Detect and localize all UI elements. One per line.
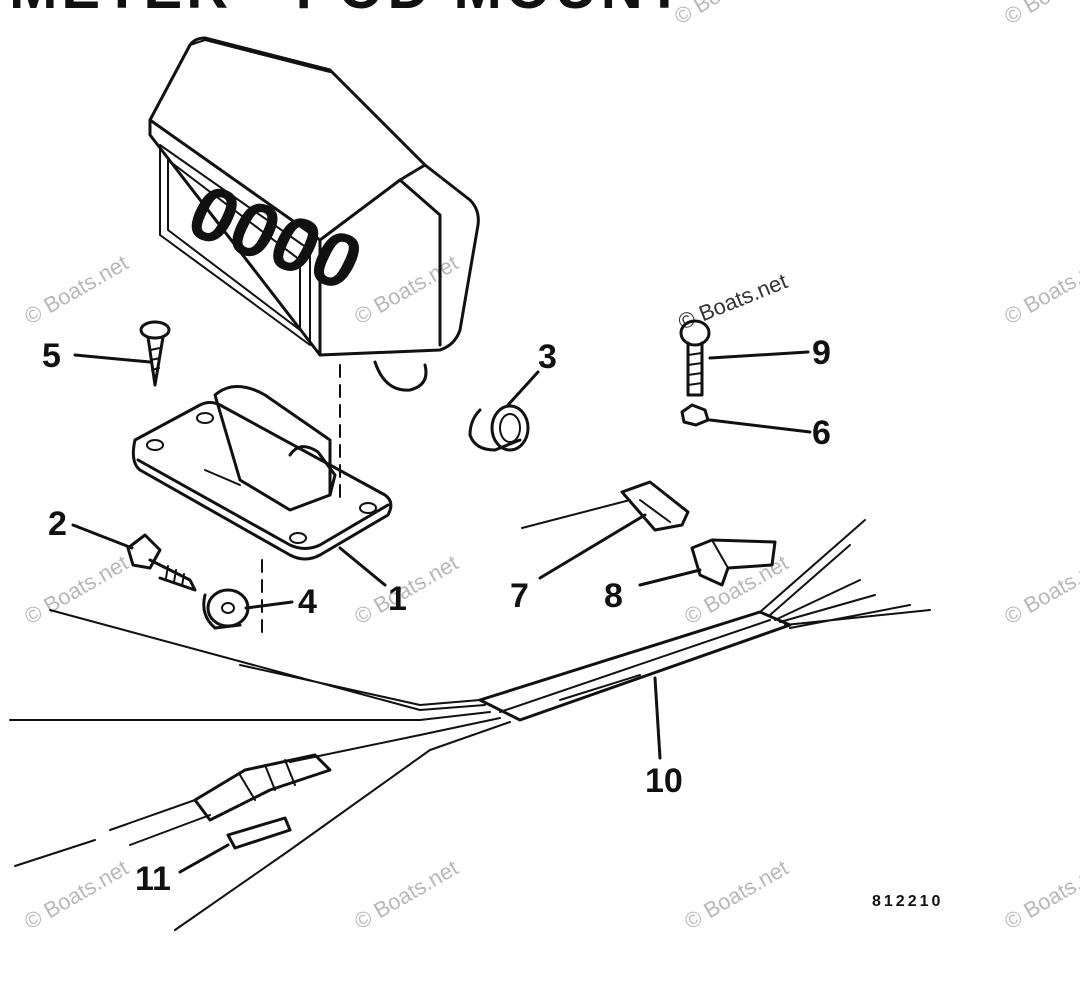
watermark: © Boats.net: [350, 250, 462, 329]
knob-screw: [126, 533, 197, 592]
callout-10: 10: [645, 762, 683, 800]
bushing: [468, 404, 530, 452]
diagram-code: 812210: [872, 893, 943, 910]
callout-7: 7: [510, 577, 529, 615]
lock-nut: [680, 403, 710, 427]
wire-harness: [9, 519, 931, 931]
callout-labels: 5 3 9 6 2 1 4 7 8 10 11: [42, 334, 831, 898]
screw: [139, 320, 171, 387]
watermark: © Boats.net: [1000, 550, 1080, 629]
display-readout: 0000: [175, 168, 377, 307]
bullet-connector: [109, 753, 332, 850]
leader-lines: [71, 350, 812, 874]
callout-2: 2: [48, 505, 67, 543]
watermark: © Boats.net: [675, 268, 791, 334]
watermark: © Boats.net: [1000, 855, 1080, 934]
diagram-title: OMETER - POD MOUNT: [0, 0, 686, 21]
callout-9: 9: [812, 334, 831, 372]
screw-small: [679, 319, 711, 397]
callout-5: 5: [42, 337, 61, 375]
watermark: © Boats.net: [20, 855, 132, 934]
watermark: © Boats.net: [1000, 250, 1080, 329]
watermark: © Boats.net: [680, 855, 792, 934]
callout-6: 6: [812, 414, 831, 452]
washer: [202, 588, 250, 630]
watermark: © Boats.net: [1000, 0, 1080, 29]
connector-terminal: [521, 480, 690, 532]
watermark: © Boats.net: [670, 0, 782, 29]
mount-bracket: [131, 385, 393, 561]
watermark: © Boats.net: [20, 250, 132, 329]
tachometer-housing: [148, 36, 480, 392]
callout-11: 11: [135, 860, 171, 898]
callout-8: 8: [604, 577, 623, 615]
watermark: © Boats.net: [350, 855, 462, 934]
callout-3: 3: [538, 338, 557, 376]
callout-4: 4: [298, 583, 317, 621]
callout-1: 1: [388, 580, 407, 618]
wire-clip: [690, 538, 777, 587]
